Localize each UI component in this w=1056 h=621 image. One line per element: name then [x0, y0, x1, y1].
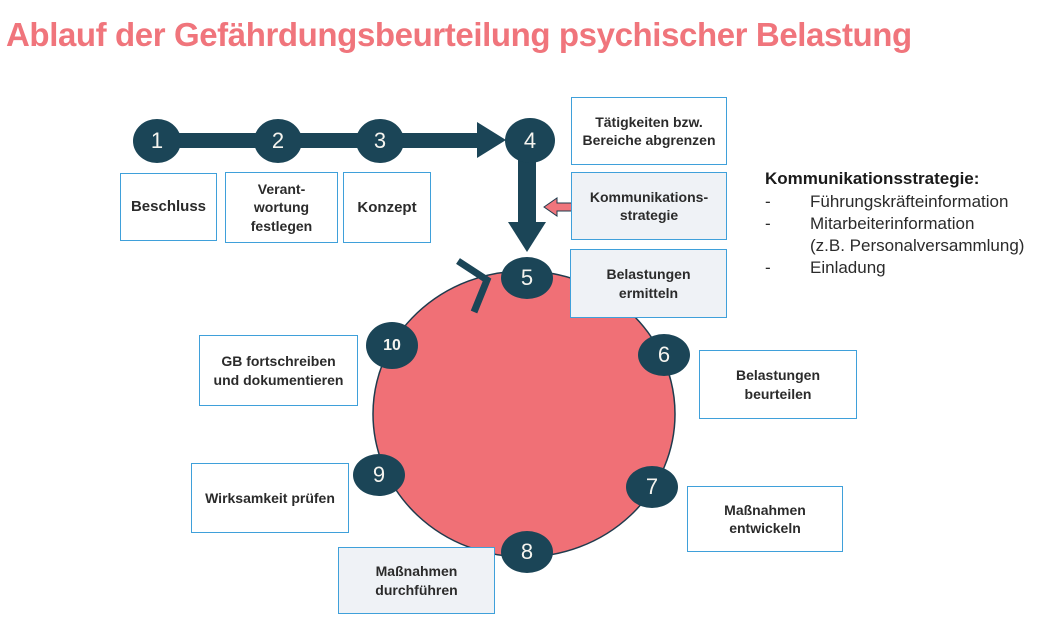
step-box-massnahmen-entwickeln: Maßnahmen entwickeln — [687, 486, 843, 552]
step-circle-3: 3 — [356, 119, 404, 163]
legend-item: - Mitarbeiterinformation (z.B. Personalv… — [765, 214, 1025, 255]
step-box-belastungen-ermitteln: Belastungen ermitteln — [570, 249, 727, 318]
step-circle-5: 5 — [501, 257, 553, 299]
legend-heading: Kommunikationsstrategie: — [765, 169, 980, 188]
communication-strategy-legend: Kommunikationsstrategie: - Führungskräft… — [765, 168, 1053, 279]
step-circle-9: 9 — [353, 454, 405, 496]
step-circle-2: 2 — [254, 119, 302, 163]
step-circle-7: 7 — [626, 466, 678, 508]
legend-bullet: - — [765, 214, 771, 233]
step-box-massnahmen-durchfuehren: Maßnahmen durchführen — [338, 547, 495, 614]
step-circle-6: 6 — [638, 334, 690, 376]
step-box-konzept: Konzept — [343, 172, 431, 243]
cycle-direction-chevron-icon — [456, 258, 492, 314]
flow-arrow-down — [508, 160, 546, 252]
step-box-wirksamkeit-pruefen: Wirksamkeit prüfen — [191, 463, 349, 533]
page-title: Ablauf der Gefährdungsbeurteilung psychi… — [6, 16, 912, 53]
legend-item: - Einladung — [765, 258, 886, 277]
step-box-beschluss: Beschluss — [120, 173, 217, 241]
flow-arrow-right — [156, 122, 506, 158]
step-box-belastungen-beurteilen: Belastungen beurteilen — [699, 350, 857, 419]
step-box-gb-fortschreiben: GB fortschreiben und dokumentieren — [199, 335, 358, 406]
step-circle-8: 8 — [501, 531, 553, 573]
legend-bullet: - — [765, 258, 771, 277]
step-circle-4: 4 — [505, 118, 555, 163]
legend-bullet: - — [765, 192, 771, 211]
communication-arrow-icon — [543, 197, 573, 217]
step-circle-1: 1 — [133, 119, 181, 163]
step-box-kommunikationsstrategie: Kommunikations- strategie — [571, 172, 727, 240]
legend-item: - Führungskräfteinformation — [765, 192, 1009, 211]
step-box-taetigkeiten-bereiche-abgrenzen: Tätigkeiten bzw. Bereiche abgrenzen — [571, 97, 727, 165]
step-box-verantwortung-festlegen: Verant- wortung festlegen — [225, 172, 338, 243]
step-circle-10: 10 — [366, 322, 418, 369]
